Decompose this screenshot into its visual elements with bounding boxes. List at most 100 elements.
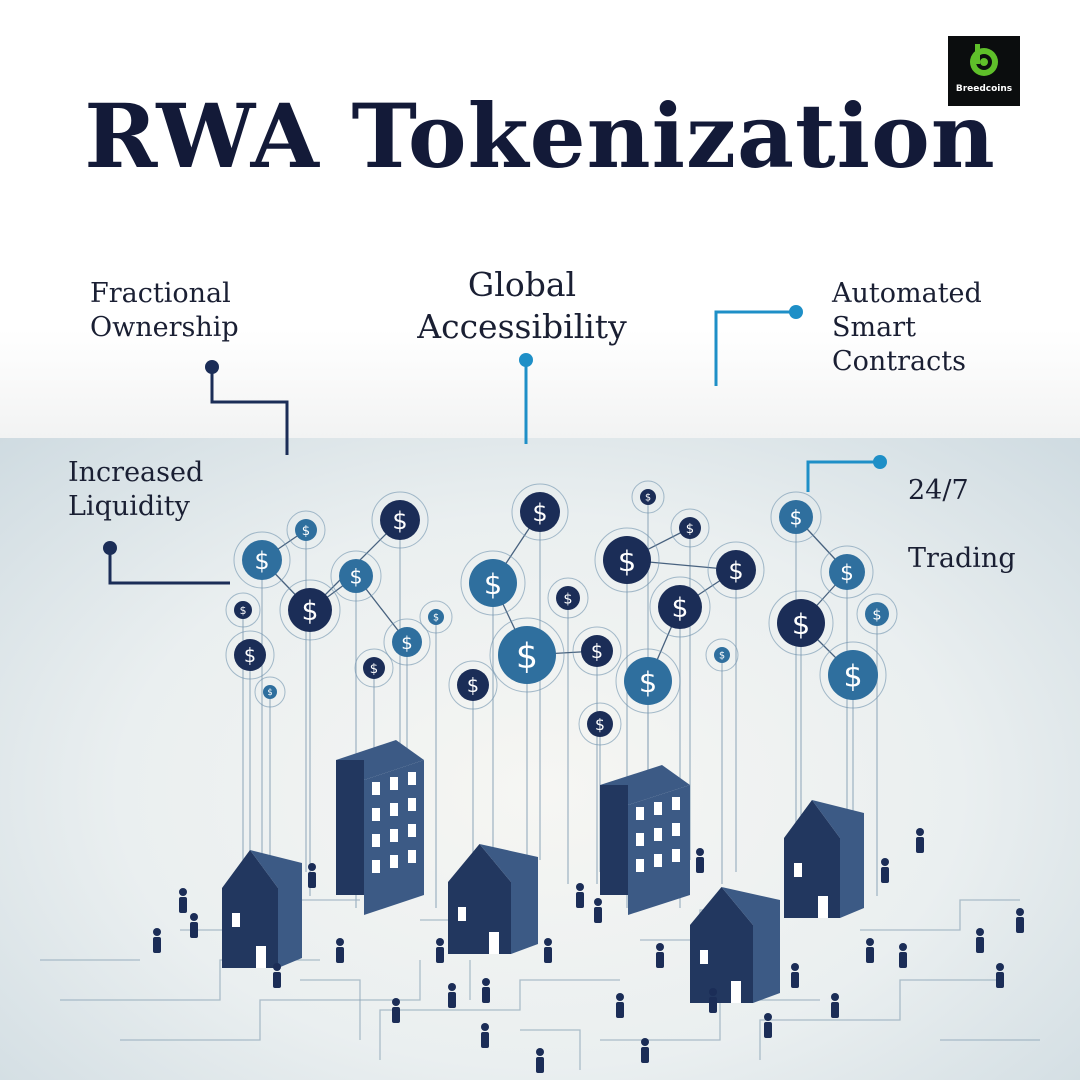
feature-increased-liquidity: Increased Liquidity (68, 457, 204, 522)
fractional-connector (210, 367, 289, 455)
coin-28 (640, 489, 656, 505)
dollar-icon: $ (595, 716, 605, 734)
coin-ring-0 (371, 491, 429, 549)
page-title: RWA Tokenization (84, 84, 996, 188)
tall-building-right (600, 765, 690, 915)
coin-ring-16 (707, 541, 765, 599)
coin-ring-3 (279, 579, 341, 641)
coin-8 (363, 657, 385, 679)
person-icon (448, 983, 456, 1008)
dollar-icon: $ (591, 640, 603, 663)
dollar-icon: $ (872, 607, 881, 623)
person-icon (791, 963, 799, 988)
coin-ring-1 (286, 510, 326, 550)
coin-ring-9 (419, 600, 453, 634)
dollar-icon: $ (302, 596, 319, 627)
circuit-path-9 (300, 979, 361, 1040)
person-icon (336, 938, 344, 963)
person-icon (976, 928, 984, 953)
dollar-icon: $ (790, 506, 803, 530)
person-icon (308, 863, 316, 888)
coin-ring-20 (770, 491, 822, 543)
coin-ring-2 (233, 531, 291, 589)
person-icon (482, 978, 490, 1003)
coin-ring-14 (594, 527, 660, 593)
feature-global-accessibility: Global Accessibility (417, 265, 627, 346)
coin-6 (234, 639, 266, 671)
person-icon (436, 938, 444, 963)
buildings (222, 740, 864, 1003)
person-icon (616, 993, 624, 1018)
circuit-path-3 (600, 999, 820, 1041)
coin-16 (716, 550, 756, 590)
circuit-path-1 (120, 960, 421, 1041)
dollar-icon: $ (516, 637, 538, 677)
feature-connectors (103, 305, 887, 585)
person-icon (190, 913, 198, 938)
coin-19 (658, 585, 702, 629)
coin-12 (556, 586, 580, 610)
dollar-icon: $ (843, 659, 862, 694)
coin-9 (428, 609, 444, 625)
dollar-icon: $ (532, 499, 547, 527)
token-coins: $$$$$$$$$$$$$$$$$$$$$$$$$$$$$$ (225, 480, 898, 746)
feature-trading-line2: Trading (908, 543, 1016, 574)
person-icon (831, 993, 839, 1018)
person-icon (594, 898, 602, 923)
coin-20 (779, 500, 813, 534)
person-icon (996, 963, 1004, 988)
person-icon (536, 1048, 544, 1073)
coin-ring-7 (383, 618, 431, 666)
dollar-icon: $ (672, 593, 689, 624)
person-icon (696, 848, 704, 873)
coin-ring-22 (820, 545, 874, 599)
automated-connector-dot (789, 305, 803, 319)
coin-26 (587, 711, 613, 737)
person-icon (392, 998, 400, 1023)
coin-ring-19 (649, 576, 711, 638)
coin-23 (865, 602, 889, 626)
coin-0 (380, 500, 420, 540)
person-icon (866, 938, 874, 963)
person-icon (544, 938, 552, 963)
house-4 (784, 800, 864, 918)
person-icon (764, 1013, 772, 1038)
coin-5 (234, 601, 252, 619)
circuit-path-2 (379, 979, 620, 1060)
coin-ring-26 (578, 702, 622, 746)
coin-1 (295, 519, 317, 541)
trading-connector (806, 460, 880, 492)
dollar-icon: $ (244, 644, 256, 667)
dollar-icon: $ (639, 665, 657, 699)
person-icon (576, 883, 584, 908)
person-icon (709, 988, 717, 1013)
coin-ring-11 (460, 550, 526, 616)
tall-building-left (336, 740, 424, 915)
liquidity-connector-dot (103, 541, 117, 555)
coin-25 (457, 669, 489, 701)
person-icon (1016, 908, 1024, 933)
feature-automated-smart-contracts: Automated Smart Contracts (832, 278, 982, 377)
person-icon (273, 963, 281, 988)
dollar-icon: $ (719, 651, 725, 662)
dollar-icon: $ (686, 522, 694, 537)
person-icon (899, 943, 907, 968)
coin-3 (288, 588, 332, 632)
coin-ring-6 (225, 630, 275, 680)
dollar-icon: $ (392, 507, 407, 535)
dollar-icon: $ (563, 591, 572, 607)
person-icon (656, 943, 664, 968)
feature-fractional-ownership: Fractional Ownership (90, 278, 239, 343)
person-icon (153, 928, 161, 953)
circuit-path-4 (759, 979, 1000, 1060)
fractional-connector-dot (205, 360, 219, 374)
coin-4 (339, 559, 373, 593)
dollar-icon: $ (350, 565, 363, 589)
coin-14 (603, 536, 651, 584)
coin-15 (679, 517, 701, 539)
coin-27 (714, 647, 730, 663)
dollar-icon: $ (302, 524, 310, 539)
coin-13 (498, 626, 556, 684)
coin-ring-24 (819, 641, 887, 709)
